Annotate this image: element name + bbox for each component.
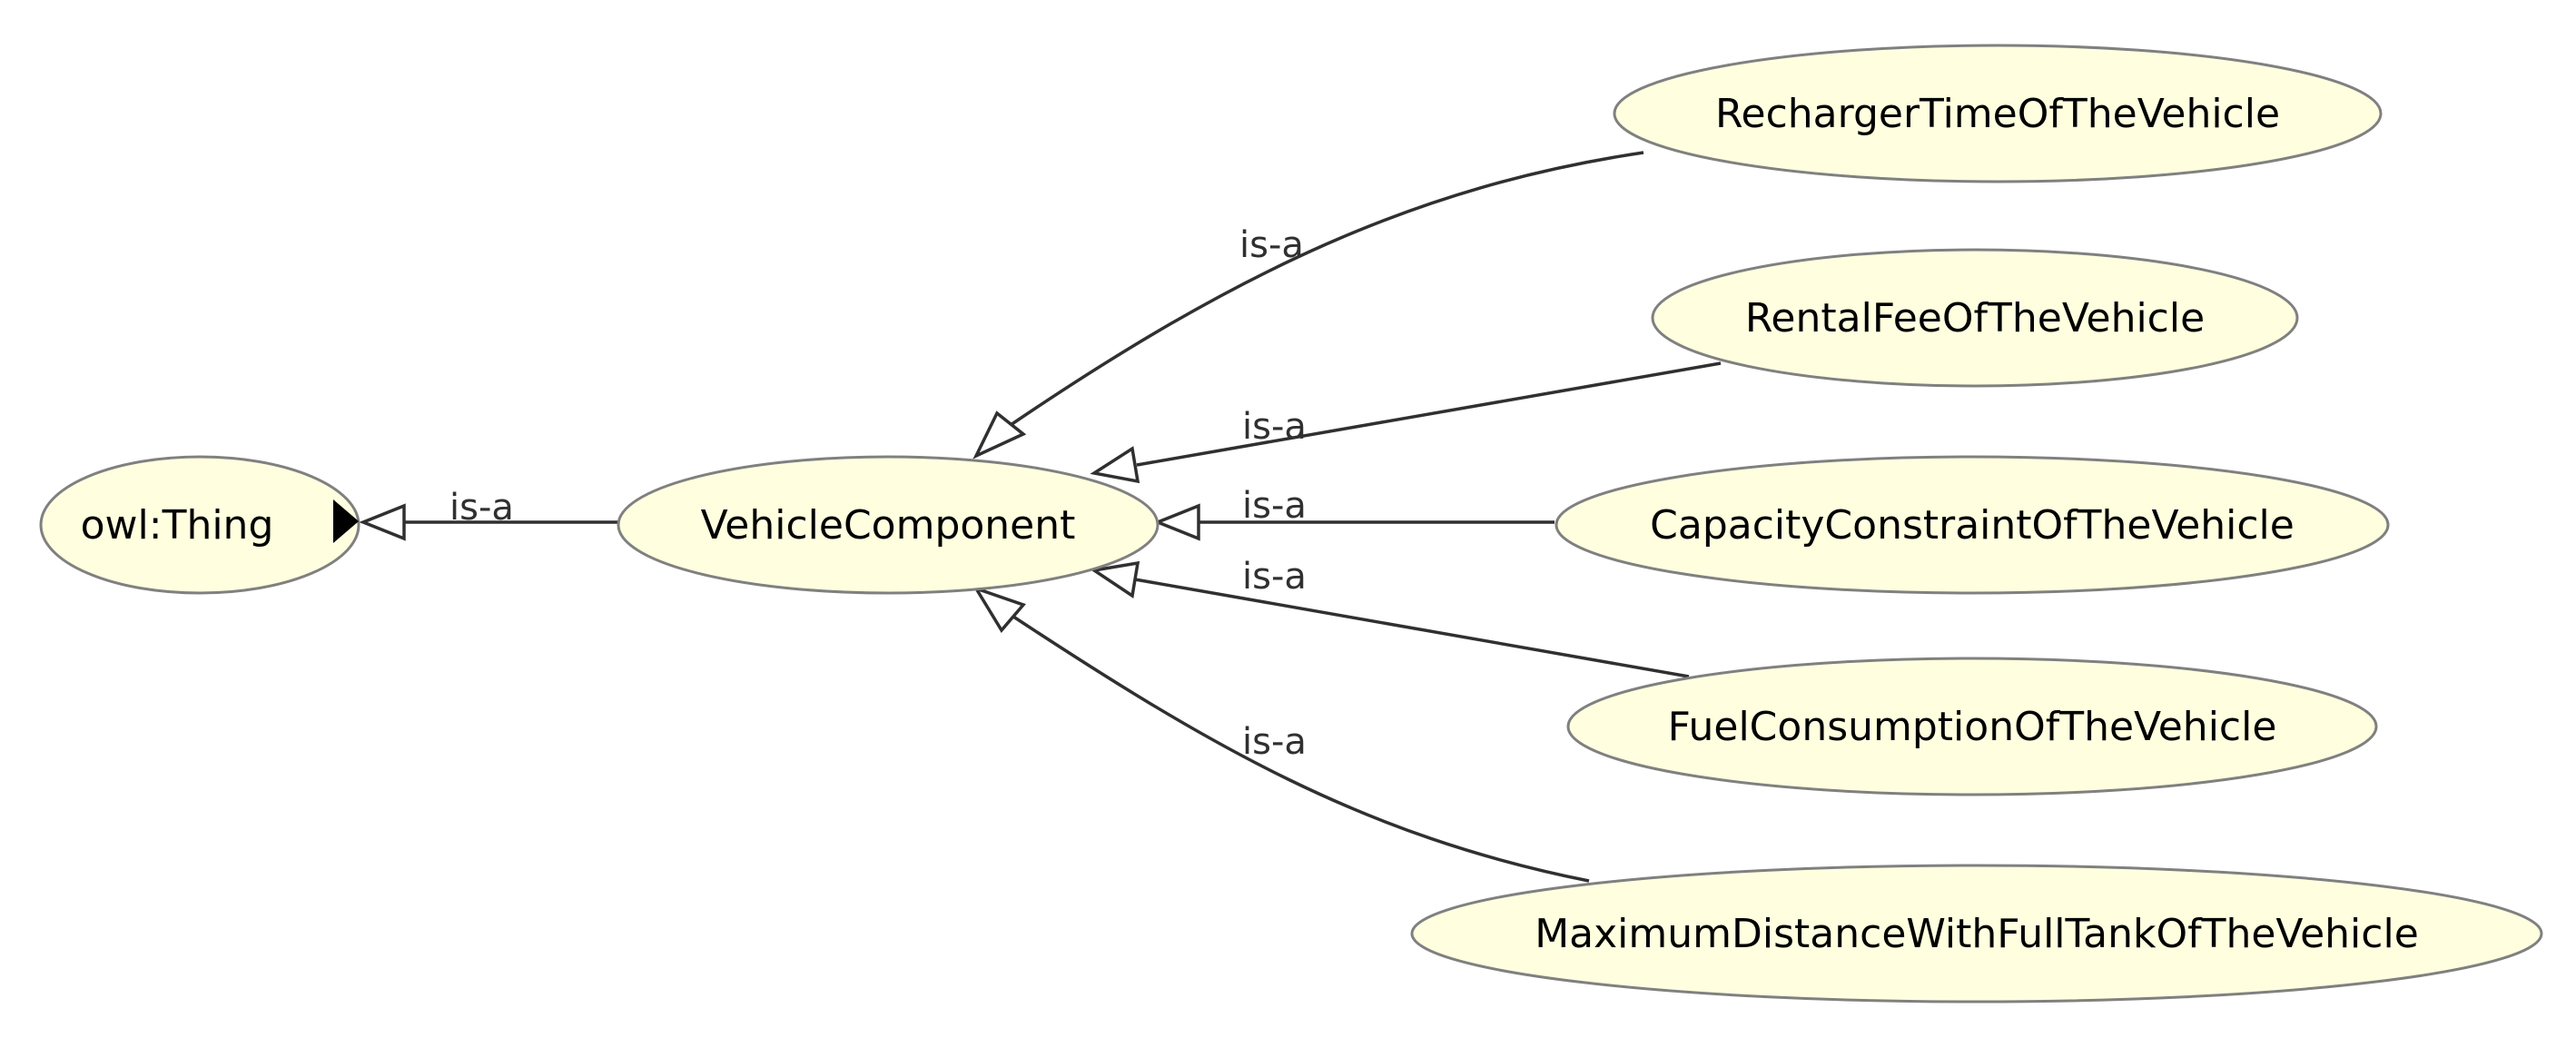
edge-fuelconsumption-to-vehiclecomponent: is-a (1090, 556, 1690, 678)
node-label: VehicleComponent (701, 502, 1076, 549)
edge-label: is-a (1242, 485, 1307, 527)
node-owl-thing[interactable]: owl:Thing (39, 455, 360, 595)
expand-triangle-icon[interactable] (333, 499, 359, 543)
edge-rentalfee-to-vehiclecomponent: is-a (1090, 361, 1722, 484)
edge-label: is-a (1242, 556, 1307, 598)
node-recharger-time[interactable]: RechargerTimeOfTheVehicle (1613, 44, 2383, 183)
edge-vehiclecomponent-to-owlthing: is-a (359, 487, 622, 541)
node-rental-fee[interactable]: RentalFeeOfTheVehicle (1651, 248, 2299, 388)
arrowhead-vehiclecomponent (972, 585, 1027, 633)
arrowhead-vehiclecomponent (1090, 446, 1140, 484)
arrowhead-vehiclecomponent (1153, 503, 1200, 541)
node-fuel-consumption[interactable]: FuelConsumptionOfTheVehicle (1566, 657, 2378, 796)
node-label: RentalFeeOfTheVehicle (1745, 295, 2205, 341)
edge-label: is-a (1242, 721, 1307, 763)
node-label: FuelConsumptionOfTheVehicle (1668, 704, 2277, 750)
node-maximum-distance[interactable]: MaximumDistanceWithFullTankOfTheVehicle (1410, 864, 2543, 1004)
edge-label: is-a (1242, 406, 1307, 448)
edge-capacityconstraint-to-vehiclecomponent: is-a (1153, 485, 1554, 541)
arrowhead-vehiclecomponent (1090, 560, 1140, 598)
node-label: MaximumDistanceWithFullTankOfTheVehicle (1535, 911, 2419, 957)
edge-label: is-a (1239, 224, 1304, 266)
node-label: CapacityConstraintOfTheVehicle (1650, 502, 2295, 549)
nodes: owl:Thing VehicleComponent RechargerTime… (39, 44, 2543, 1004)
edge-label: is-a (449, 487, 514, 529)
node-label: owl:Thing (81, 502, 274, 549)
edge-rechargertime-to-vehiclecomponent: is-a (972, 151, 1644, 460)
edge-maximumdistance-to-vehiclecomponent: is-a (972, 585, 1590, 883)
edges: is-a is-a is-a is-a is-a (359, 151, 1722, 883)
arrowhead-vehiclecomponent (972, 410, 1027, 460)
node-vehicle-component[interactable]: VehicleComponent (617, 455, 1160, 595)
arrowhead-owlthing (359, 503, 406, 541)
node-capacity-constraint[interactable]: CapacityConstraintOfTheVehicle (1554, 455, 2390, 595)
node-label: RechargerTimeOfTheVehicle (1715, 91, 2280, 137)
